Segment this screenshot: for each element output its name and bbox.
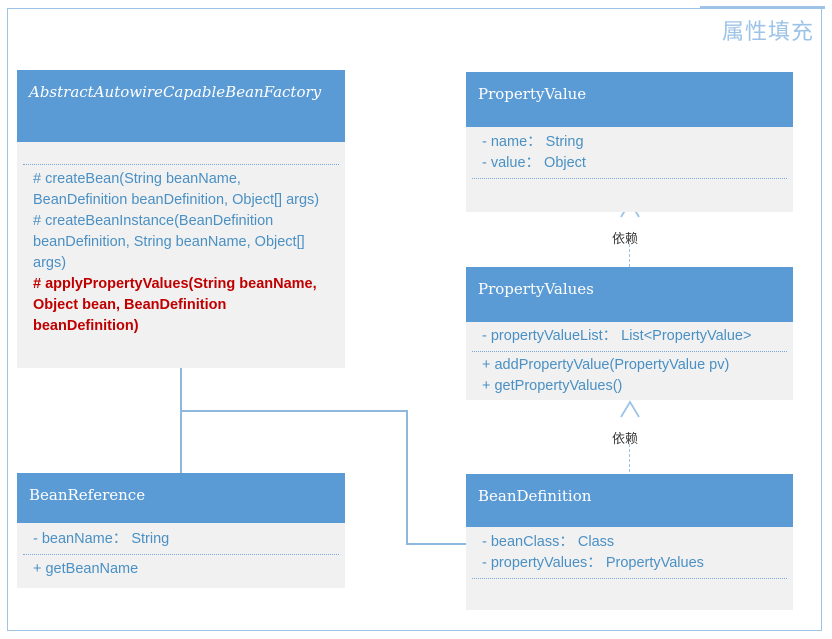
dependency-label-propertyvalues: 依赖 [612,431,639,446]
diagram-title: 属性填充 [721,19,814,44]
class-body-abstract-autowire-capable-bean-factory: # createBean(String beanName, BeanDefini… [17,142,345,368]
class-body-bean-definition: - beanClass： Class - propertyValues： Pro… [466,527,793,610]
methods-section-bean-reference: + getBeanName [17,555,345,584]
section-separator-factory [23,164,339,165]
class-box-bean-reference[interactable]: BeanReference - beanName： String + getBe… [17,473,345,588]
attributes-section-property-values: - propertyValueList： List<PropertyValue> [466,322,793,351]
class-title-bean-reference: BeanReference [17,473,345,523]
method-create-bean-instance: # createBeanInstance(BeanDefinition bean… [33,213,309,271]
dependency-label-propertyvalue: 依赖 [612,231,639,246]
class-title-property-values: PropertyValues [466,267,793,322]
attributes-section-bean-reference: - beanName： String [17,523,345,554]
method-get-bean-name: + getBeanName [33,561,139,577]
connector-to-beandefinition [406,543,468,545]
method-add-property-value: + addPropertyValue(PropertyValue pv) [482,357,730,373]
attribute-bean-class: - beanClass： Class [482,534,615,550]
diagram-frame [7,8,822,631]
class-body-property-values: - propertyValueList： List<PropertyValue>… [466,322,793,400]
attributes-section-factory [17,142,345,164]
attribute-property-values: - propertyValues： PropertyValues [482,555,704,571]
methods-section-bean-definition [466,579,793,601]
attribute-value: - value： Object [482,155,586,171]
methods-section-property-value [466,179,793,201]
connector-factory-trunk [180,368,182,412]
methods-section-factory: # createBean(String beanName, BeanDefini… [17,165,345,341]
frame-accent-bar [700,6,825,9]
section-separator-bean-reference [23,554,339,555]
class-box-property-value[interactable]: PropertyValue - name： String - value： Ob… [466,72,793,212]
section-separator-bean-definition [472,578,787,579]
class-box-property-values[interactable]: PropertyValues - propertyValueList： List… [466,267,793,400]
class-title-abstract-autowire-capable-bean-factory: AbstractAutowireCapableBeanFactory [17,70,345,142]
class-body-property-value: - name： String - value： Object [466,127,793,212]
class-title-property-value: PropertyValue [466,72,793,127]
section-separator-property-value [472,178,787,179]
attribute-bean-name: - beanName： String [33,531,170,547]
attributes-section-property-value: - name： String - value： Object [466,127,793,178]
methods-section-property-values: + addPropertyValue(PropertyValue pv) + g… [466,352,793,401]
dependency-line-beandefinition-propertyvalues [629,444,630,472]
attribute-name: - name： String [482,134,584,150]
connector-factory-branch-horizontal [180,410,408,412]
connector-branch-vertical [406,410,408,545]
class-box-bean-definition[interactable]: BeanDefinition - beanClass： Class - prop… [466,474,793,610]
connector-factory-to-beanreference [180,410,182,474]
section-separator-property-values [472,351,787,352]
attributes-section-bean-definition: - beanClass： Class - propertyValues： Pro… [466,527,793,578]
class-body-bean-reference: - beanName： String + getBeanName [17,523,345,588]
attribute-property-value-list: - propertyValueList： List<PropertyValue> [482,328,752,344]
class-box-abstract-autowire-capable-bean-factory[interactable]: AbstractAutowireCapableBeanFactory # cre… [17,70,345,368]
dependency-line-propertyvalues-propertyvalue [629,244,630,272]
method-get-property-values: + getPropertyValues() [482,378,623,394]
method-apply-property-values: # applyPropertyValues(String beanName, O… [33,276,321,334]
method-create-bean: # createBean(String beanName, BeanDefini… [33,171,320,208]
class-title-bean-definition: BeanDefinition [466,474,793,527]
